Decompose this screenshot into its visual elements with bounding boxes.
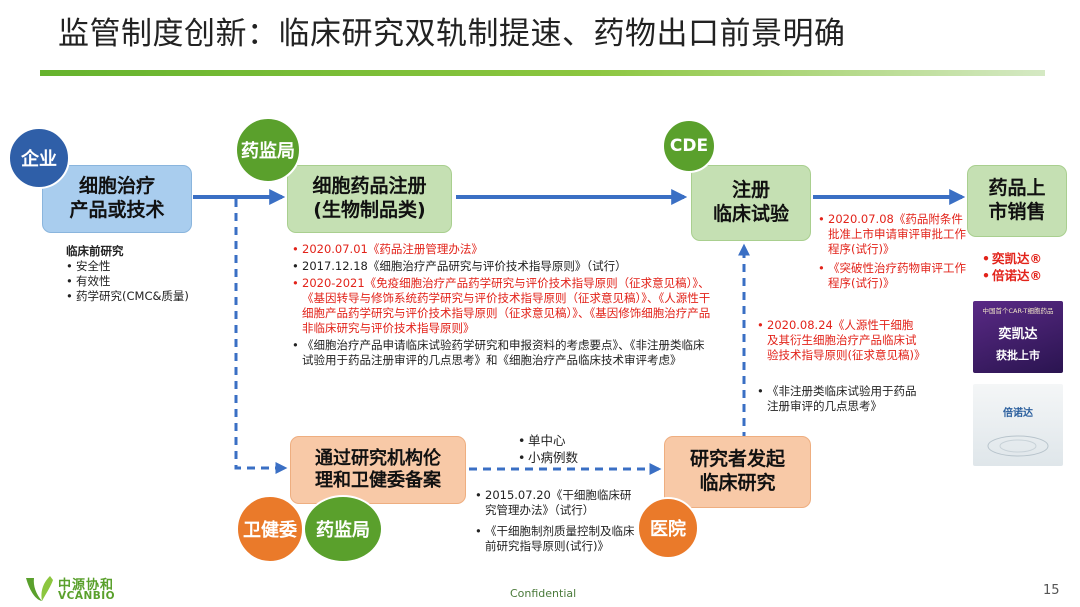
product-name: 奕凯达®	[982, 250, 1072, 267]
investigator-trial-features: 单中心 小病例数	[518, 432, 618, 466]
enterprise-badge: 企业	[8, 127, 70, 189]
enterprise-product-box: 细胞治疗产品或技术	[42, 165, 192, 233]
regulation-item: 《非注册类临床试验用于药品注册审评的几点思考》	[757, 384, 922, 414]
market-sales-box: 药品上市销售	[967, 165, 1067, 237]
product-name: 倍诺达®	[982, 267, 1072, 284]
non-registration-note: 《非注册类临床试验用于药品注册审评的几点思考》	[757, 384, 922, 414]
investigator-initiated-trial-box: 研究者发起临床研究	[664, 436, 811, 508]
hospital-badge: 医院	[637, 497, 699, 559]
preclinical-heading: 临床前研究	[66, 244, 124, 258]
product-image-relma-cel: 中国首个CAR-T细胞药品 奕凯达 获批上市	[973, 301, 1063, 373]
feature-item: 单中心	[518, 432, 618, 449]
cde-badge: CDE	[662, 119, 716, 173]
regulation-item: 《突破性治疗药物审评工作程序(试行)》	[818, 261, 966, 291]
drug-registration-box: 细胞药品注册(生物制品类)	[287, 165, 452, 233]
ethics-filing-box: 通过研究机构伦理和卫健委备案	[290, 436, 466, 504]
page-number: 15	[1043, 583, 1060, 598]
regulation-item: 2020.08.24《人源性干细胞及其衍生细胞治疗产品临床试验技术指导原则(征求…	[757, 318, 925, 363]
preclinical-item: 安全性	[66, 259, 226, 274]
arrow-dashed-down-to-ethics	[234, 199, 288, 474]
preclinical-item: 药学研究(CMC&质量)	[66, 289, 226, 304]
clinical-trial-notes: 2020.07.08《药品附条件批准上市申请审评审批工作程序(试行)》 《突破性…	[818, 212, 966, 291]
nmpa-badge-bottom: 药监局	[303, 495, 383, 563]
stem-cell-guideline-note: 2020.08.24《人源性干细胞及其衍生细胞治疗产品临床试验技术指导原则(征求…	[757, 318, 925, 363]
preclinical-notes: 临床前研究 安全性 有效性 药学研究(CMC&质量)	[66, 244, 226, 304]
registration-clinical-trial-box: 注册临床试验	[691, 165, 811, 241]
nmpa-badge-top: 药监局	[235, 117, 301, 183]
title-underline	[40, 70, 1045, 76]
regulation-item: 2020-2021《免疫细胞治疗产品药学研究与评价技术指导原则（征求意见稿）》、…	[292, 276, 712, 336]
product-image-beinuoda: 倍诺达	[973, 384, 1063, 466]
product-image-graphic	[987, 435, 1049, 457]
preclinical-item: 有效性	[66, 274, 226, 289]
regulation-item: 《干细胞制剂质量控制及临床前研究指导原则(试行)》	[475, 524, 635, 554]
approved-products: 奕凯达® 倍诺达®	[982, 250, 1072, 284]
nhc-badge: 卫健委	[236, 495, 304, 563]
regulation-item: 2017.12.18《细胞治疗产品研究与评价技术指导原则》（试行）	[292, 259, 712, 274]
drug-registration-notes: 2020.07.01《药品注册管理办法》 2017.12.18《细胞治疗产品研究…	[292, 242, 712, 368]
logo-text-en: VCANBIO	[58, 590, 116, 602]
confidential-label: Confidential	[510, 587, 577, 600]
regulation-item: 2020.07.01《药品注册管理办法》	[292, 242, 712, 257]
regulation-item: 2020.07.08《药品附条件批准上市申请审评审批工作程序(试行)》	[818, 212, 966, 257]
feature-item: 小病例数	[518, 449, 618, 466]
logo-text-cn: 中源协和	[58, 578, 115, 593]
regulation-item: 《细胞治疗产品申请临床试验药学研究和申报资料的考虑要点》、《非注册类临床试验用于…	[292, 338, 712, 368]
page-title: 监管制度创新：临床研究双轨制提速、药物出口前景明确	[58, 16, 846, 52]
regulation-item: 2015.07.20《干细胞临床研究管理办法》（试行）	[475, 488, 635, 518]
ethics-regulation-notes: 2015.07.20《干细胞临床研究管理办法》（试行） 《干细胞制剂质量控制及临…	[475, 488, 635, 554]
vcanbio-logo-icon	[26, 576, 53, 601]
